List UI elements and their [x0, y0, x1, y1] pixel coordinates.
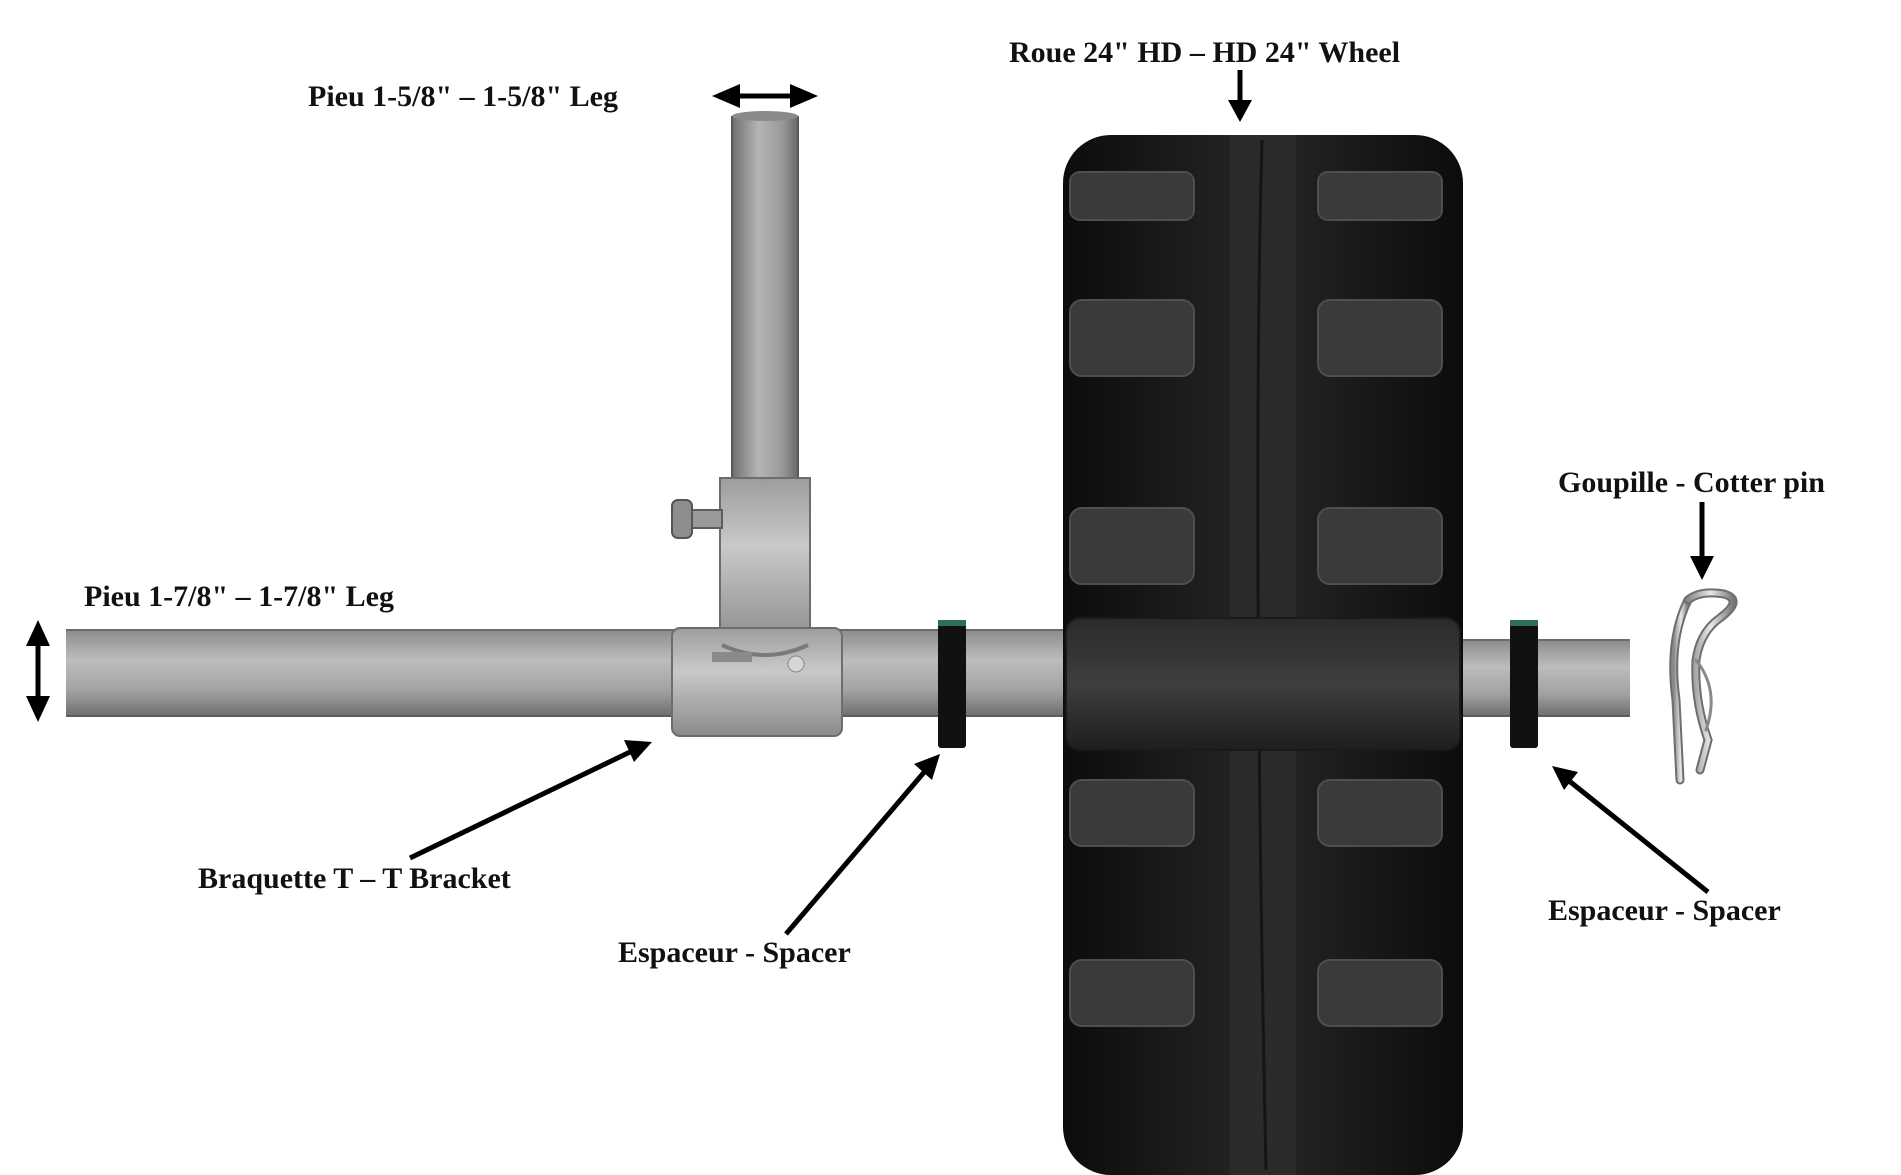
t-bracket-socket — [719, 477, 811, 649]
label-large-leg: Pieu 1-7/8" – 1-7/8" Leg — [84, 580, 394, 613]
label-small-leg: Pieu 1-5/8" – 1-5/8" Leg — [308, 80, 618, 113]
wheel-hub — [1065, 617, 1461, 751]
small-leg-pipe — [732, 116, 798, 492]
t-bracket-collar — [671, 627, 843, 737]
cotter-pin — [1669, 588, 1738, 785]
arrow-spacer-right — [1552, 766, 1710, 894]
arrow-t-bracket — [408, 740, 652, 861]
label-cotter-pin: Goupille - Cotter pin — [1558, 466, 1825, 499]
arrow-cotter-pin — [1690, 502, 1714, 580]
label-spacer-right: Espaceur - Spacer — [1548, 894, 1781, 927]
arrow-spacer-left — [784, 754, 940, 936]
large-leg — [66, 629, 1630, 717]
label-t-bracket: Braquette T – T Bracket — [198, 862, 511, 895]
wheel — [1063, 135, 1463, 1175]
large-leg-pipe-right — [1460, 640, 1630, 716]
spacer-left — [938, 620, 966, 748]
arrows — [26, 70, 1714, 936]
tread-blocks-right — [1317, 171, 1443, 1027]
t-bracket — [671, 477, 843, 737]
label-spacer-left: Espaceur - Spacer — [618, 936, 851, 969]
arrow-wheel — [1228, 70, 1252, 122]
double-arrow-horizontal — [712, 84, 818, 108]
large-leg-pipe-left — [66, 630, 1066, 716]
thumb-screw — [671, 499, 723, 539]
tread-blocks-left — [1069, 171, 1195, 1027]
spacer-right — [1510, 620, 1538, 748]
double-arrow-vertical — [26, 620, 50, 722]
label-wheel: Roue 24" HD – HD 24" Wheel — [1009, 36, 1400, 69]
small-leg — [731, 111, 799, 492]
